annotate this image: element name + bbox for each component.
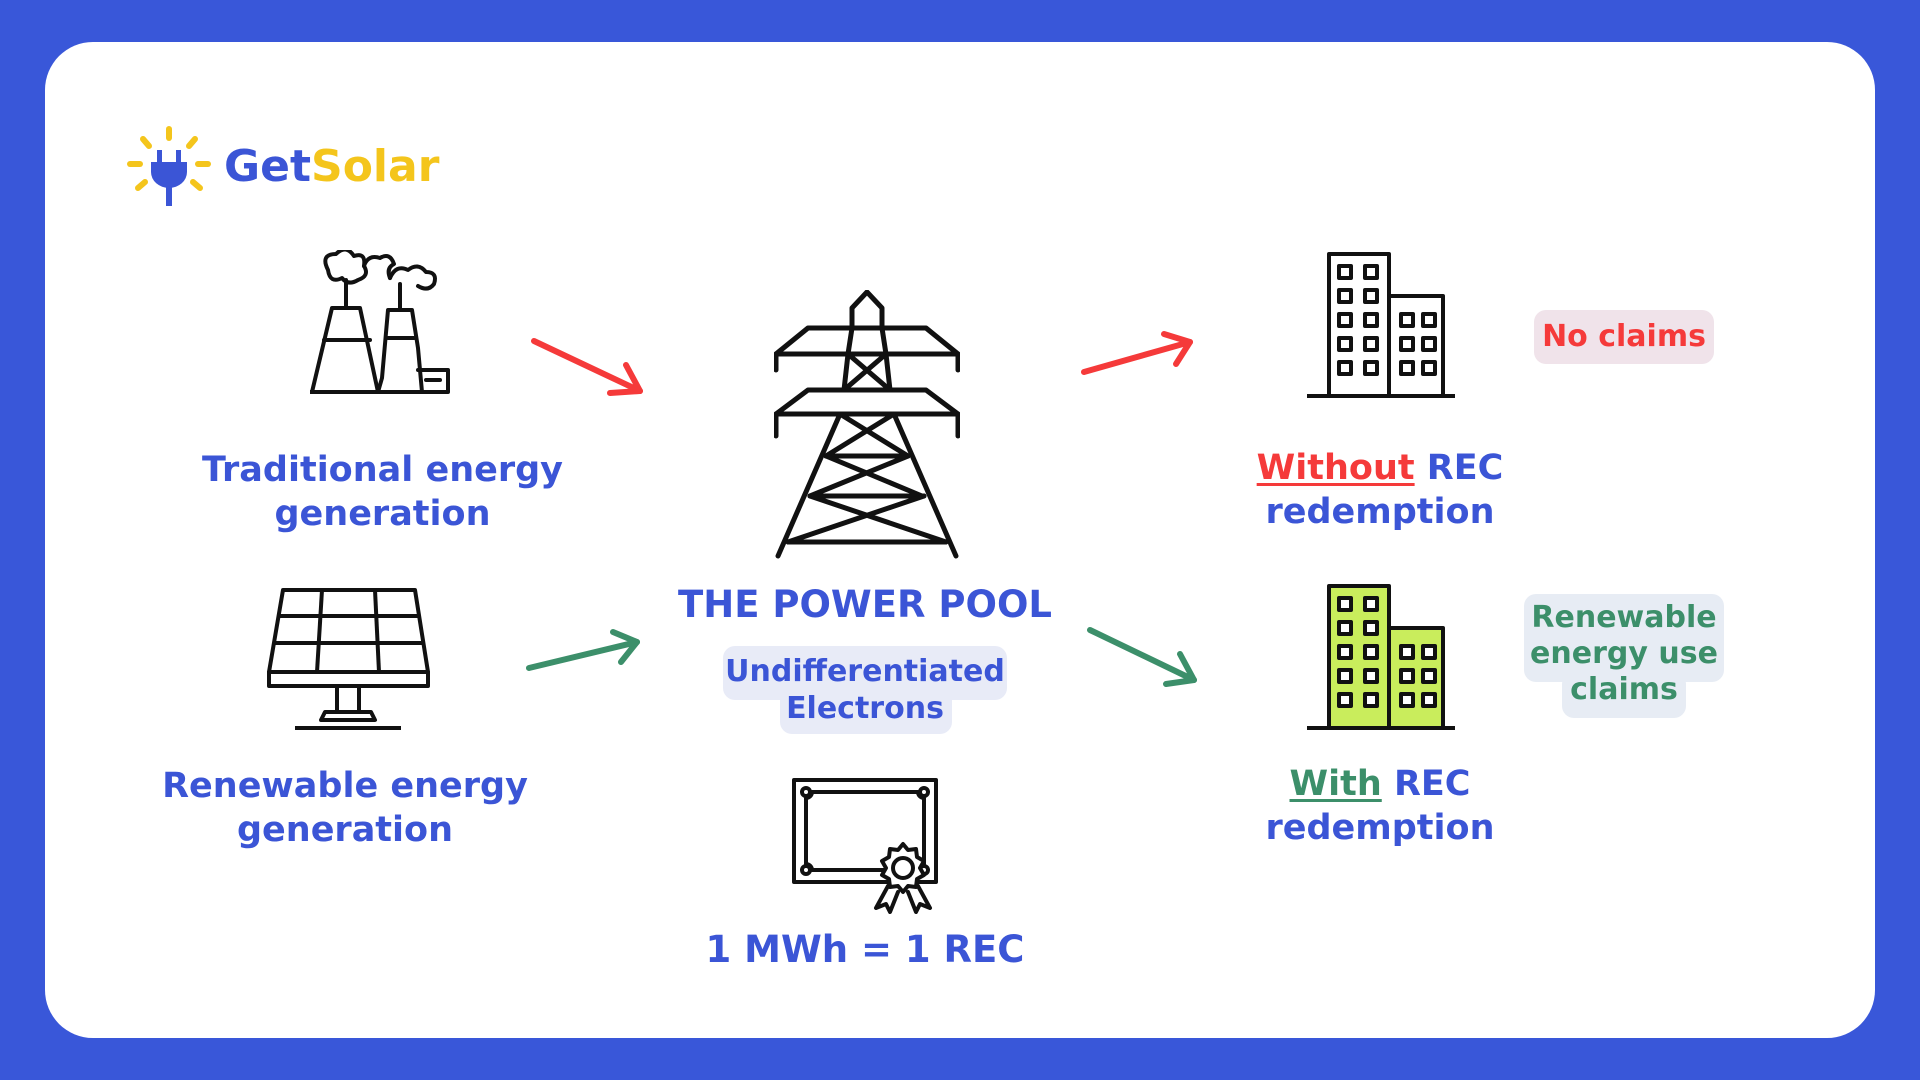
certificate-icon xyxy=(792,778,938,914)
transmission-tower-icon xyxy=(774,290,960,559)
brand-solar: Solar xyxy=(311,141,440,192)
with-rec-word: REC xyxy=(1381,764,1471,804)
power-pool-title: THE POWER POOL xyxy=(678,583,1052,626)
renewable-claims-label: Renewable energy use claims xyxy=(1504,600,1744,708)
without-redemption: redemption xyxy=(1265,492,1495,532)
renewable-generation-label: Renewable energy generation xyxy=(140,764,550,852)
brand-logo[interactable]: GetSolar xyxy=(126,124,446,210)
renewable-line2: generation xyxy=(236,810,453,850)
undifferentiated-line2: Electrons xyxy=(786,691,944,726)
without-rec-label: Without REC redemption xyxy=(1230,446,1530,534)
green-arrow-in xyxy=(526,629,640,671)
claims-line2: energy use xyxy=(1530,636,1718,671)
with-redemption: redemption xyxy=(1265,808,1495,848)
red-arrow-in xyxy=(531,338,643,396)
green-arrow-out xyxy=(1087,627,1197,687)
undifferentiated-pill-bottom xyxy=(780,686,952,734)
traditional-generation-label: Traditional energy generation xyxy=(180,448,585,536)
without-rec-word: REC xyxy=(1414,448,1504,488)
claims-line1: Renewable xyxy=(1531,600,1717,635)
rec-equation: 1 MWh = 1 REC xyxy=(705,928,1025,971)
undifferentiated-line1: Undifferentiated xyxy=(725,654,1005,689)
without-emphasis: Without xyxy=(1256,448,1415,488)
brand-get: Get xyxy=(224,141,311,192)
traditional-line1: Traditional energy xyxy=(202,450,563,490)
red-arrow-out xyxy=(1081,331,1193,375)
traditional-line2: generation xyxy=(274,494,491,534)
undifferentiated-label: Undifferentiated Electrons xyxy=(700,653,1030,727)
claims-line3: claims xyxy=(1570,672,1678,707)
factory-icon xyxy=(310,250,450,394)
solar-panel-icon xyxy=(267,588,430,730)
no-claims-badge: No claims xyxy=(1534,310,1714,364)
with-rec-label: With REC redemption xyxy=(1230,762,1530,850)
no-claims-text: No claims xyxy=(1542,319,1706,354)
office-building-icon xyxy=(1307,252,1455,398)
renewable-line1: Renewable energy xyxy=(162,766,528,806)
with-emphasis: With xyxy=(1289,764,1382,804)
claims-pill-bottom xyxy=(1562,672,1686,718)
sun-plug-icon xyxy=(127,126,211,206)
green-office-building-icon xyxy=(1307,584,1455,730)
content-card xyxy=(45,42,1875,1038)
claims-pill-top xyxy=(1524,594,1724,682)
